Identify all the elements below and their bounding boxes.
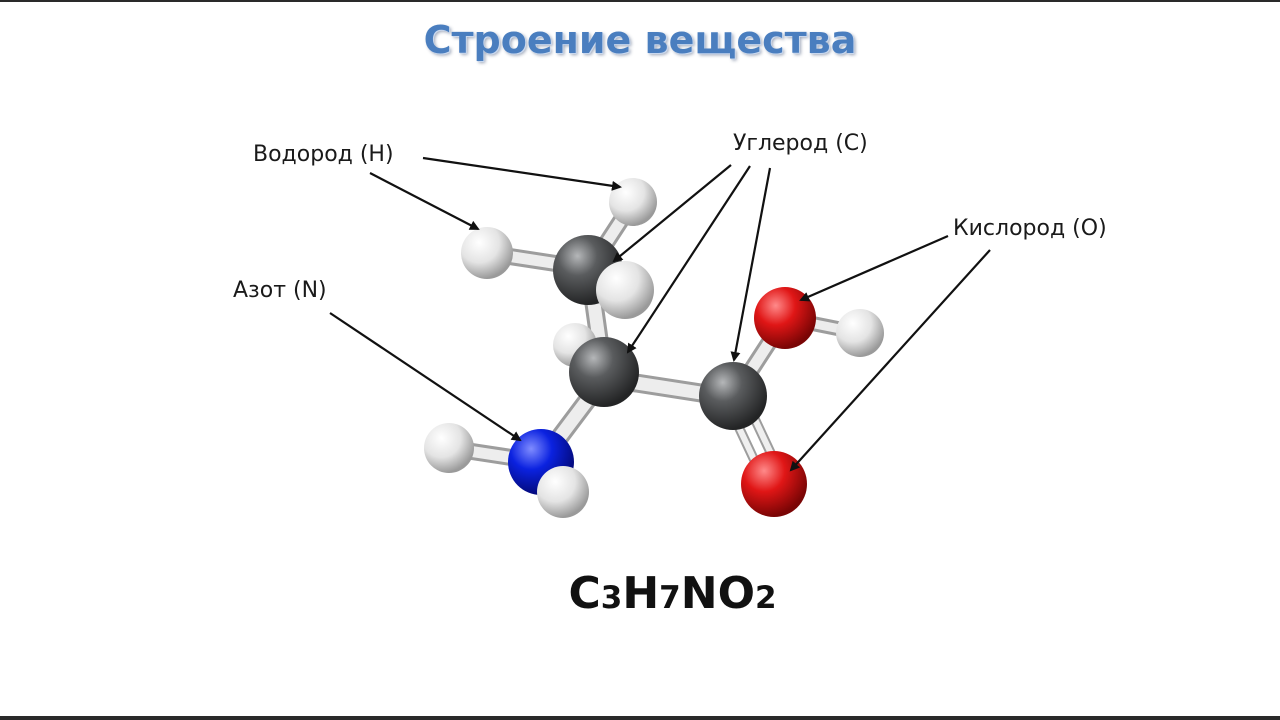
top-border (0, 0, 1280, 2)
atom-oxygen (741, 451, 807, 517)
label-arrows (329, 156, 991, 472)
arrow-oxygen-1 (799, 234, 949, 302)
atoms (424, 178, 884, 518)
chemical-formula: C3H7NO2 (0, 568, 1280, 619)
formula-oxygen: O (717, 568, 755, 619)
arrow-nitrogen (329, 312, 522, 442)
arrow-oxygen-2 (789, 249, 991, 472)
atom-hydrogen (461, 227, 513, 279)
atom-hydrogen (424, 423, 474, 473)
atom-hydrogen (609, 178, 657, 226)
label-nitrogen: Азот (N) (233, 278, 327, 303)
atom-hydrogen (537, 466, 589, 518)
bottom-border (0, 716, 1280, 720)
atom-carbon (569, 337, 639, 407)
slide-title: Строение вещества (423, 18, 857, 62)
arrow-hydrogen-2 (369, 172, 480, 230)
formula-carbon-count: 3 (600, 580, 623, 616)
arrow-carbon-2 (626, 165, 751, 354)
label-carbon: Углерод (C) (733, 131, 868, 156)
atom-hydrogen (836, 309, 884, 357)
atom-carbon (699, 362, 767, 430)
formula-nitrogen: N (680, 568, 718, 619)
arrow-carbon-3 (730, 167, 772, 362)
atom-oxygen (754, 287, 816, 349)
formula-hydrogen: H (622, 568, 660, 619)
arrow-carbon-1 (612, 164, 732, 263)
label-hydrogen: Водород (H) (253, 142, 394, 167)
arrow-hydrogen-1 (422, 156, 622, 191)
atom-hydrogen (596, 261, 654, 319)
formula-oxygen-count: 2 (754, 580, 777, 616)
label-oxygen: Кислород (O) (953, 216, 1107, 241)
formula-hydrogen-count: 7 (659, 580, 681, 616)
formula-carbon: C (568, 568, 601, 619)
